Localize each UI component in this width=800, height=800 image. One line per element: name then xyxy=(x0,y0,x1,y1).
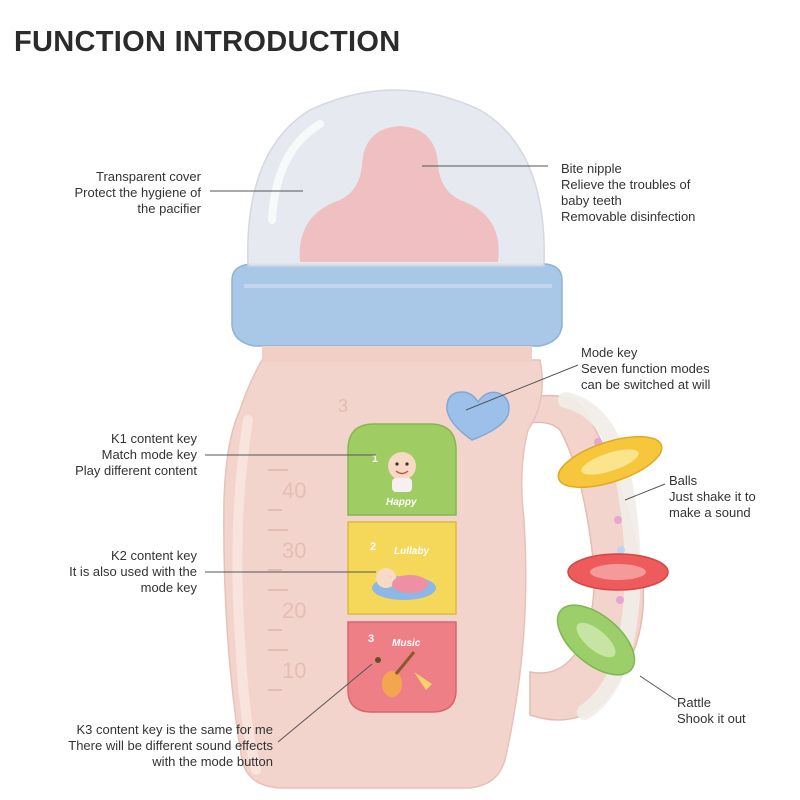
bite-nipple xyxy=(299,126,499,262)
scale-mark-30: 30 xyxy=(282,538,306,563)
callout-bite-nipple: Bite nipple Relieve the troubles of baby… xyxy=(561,161,695,225)
callout-line: with the mode button xyxy=(152,754,273,769)
emboss-mark: 3 xyxy=(338,396,348,416)
callout-line: Protect the hygiene of xyxy=(74,185,201,200)
dome-shine xyxy=(268,120,324,224)
cap-band xyxy=(262,346,532,362)
callout-transparent-cover: Transparent cover Protect the hygiene of… xyxy=(75,169,201,217)
ball xyxy=(616,596,624,604)
callout-line: Relieve the troubles of xyxy=(561,177,691,192)
scale-mark-40: 40 xyxy=(282,478,306,503)
callout-line: Just shake it to xyxy=(669,489,756,504)
page-title: FUNCTION INTRODUCTION xyxy=(14,26,401,58)
ball xyxy=(614,516,622,524)
callout-mode-key: Mode key Seven function modes can be swi… xyxy=(581,345,710,393)
callout-k2: K2 content key It is also used with the … xyxy=(69,548,197,596)
callout-line: K3 content key is the same for me xyxy=(76,722,273,737)
callout-line: Play different content xyxy=(75,463,197,478)
callout-line: It is also used with the xyxy=(69,564,197,579)
svg-text:3: 3 xyxy=(368,633,374,645)
callout-balls: Balls Just shake it to make a sound xyxy=(669,473,756,521)
callout-k1: K1 content key Match mode key Play diffe… xyxy=(75,431,197,479)
ball xyxy=(617,546,625,554)
callout-line: Balls xyxy=(669,473,698,488)
callout-line: Removable disinfection xyxy=(561,209,696,224)
cap-collar xyxy=(231,263,563,347)
svg-text:Happy: Happy xyxy=(386,497,417,508)
scale-mark-10: 10 xyxy=(282,658,306,683)
rattle-ring-yellow xyxy=(557,435,663,489)
leader-mode-key xyxy=(465,364,579,411)
callout-line: Rattle xyxy=(677,695,711,710)
callout-line: make a sound xyxy=(669,505,751,520)
callout-line: K1 content key xyxy=(111,431,197,446)
callout-line: K2 content key xyxy=(111,548,197,563)
leader-rattle xyxy=(639,675,677,701)
leader-balls xyxy=(624,483,666,501)
callout-line: can be switched at will xyxy=(581,377,711,392)
k1-content-key: 1 Happy xyxy=(347,423,457,516)
leader-k3 xyxy=(277,663,373,743)
callout-line: Bite nipple xyxy=(561,161,622,176)
callout-line: Seven function modes xyxy=(581,361,710,376)
callout-line: mode key xyxy=(140,580,197,595)
rattle-ring-green xyxy=(556,604,636,676)
svg-text:Lullaby: Lullaby xyxy=(394,546,429,557)
callout-line: Transparent cover xyxy=(95,169,201,184)
callout-rattle: Rattle Shook it out xyxy=(677,695,746,727)
svg-text:2: 2 xyxy=(370,541,376,553)
callout-line: the pacifier xyxy=(137,201,201,216)
callout-line: baby teeth xyxy=(561,193,622,208)
callout-line: Match mode key xyxy=(101,447,197,462)
rattle-ring-red xyxy=(567,553,669,591)
svg-text:1: 1 xyxy=(372,453,378,465)
scale-mark-20: 20 xyxy=(282,598,306,623)
callout-line: There will be different sound effects xyxy=(68,738,273,753)
heart-mode-key xyxy=(446,391,510,441)
k2-content-key: 2 Lullaby xyxy=(347,521,457,615)
callout-line: Shook it out xyxy=(677,711,746,726)
volume-scale xyxy=(268,469,288,691)
k3-content-key: 3 Music xyxy=(347,621,457,713)
body-highlight xyxy=(232,415,261,775)
svg-text:Music: Music xyxy=(392,638,421,649)
callout-k3: K3 content key is the same for me There … xyxy=(68,722,273,770)
callout-line: Mode key xyxy=(581,345,638,360)
